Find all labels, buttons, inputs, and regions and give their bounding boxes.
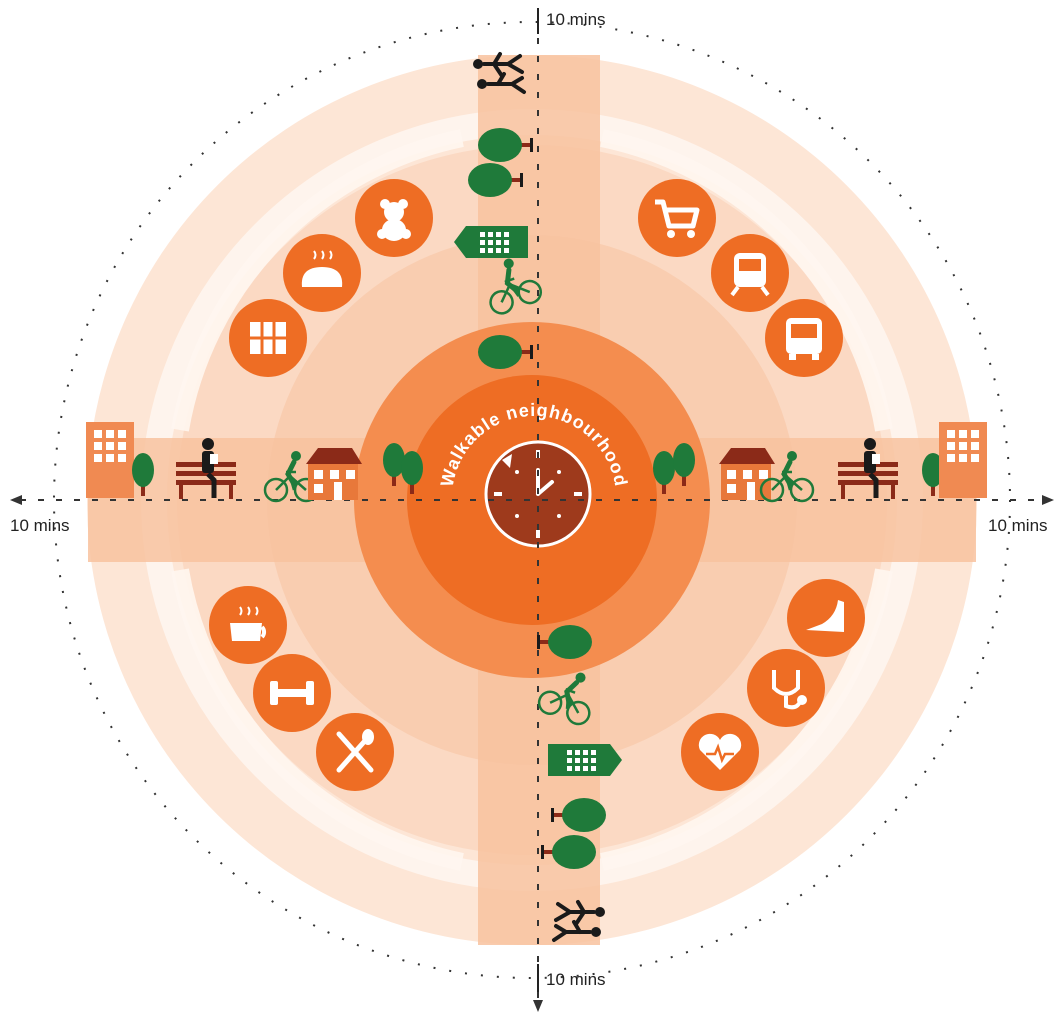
stethoscope-icon (747, 649, 825, 727)
bus-icon (765, 299, 843, 377)
house-icon (719, 448, 775, 500)
axis-lines (20, 20, 1044, 1000)
shopping-cart-icon (638, 179, 716, 257)
map-icon (229, 299, 307, 377)
office-building-icon (454, 226, 528, 258)
teddy-bear-icon (355, 179, 433, 257)
distance-label-right: 10 mins (988, 516, 1048, 535)
heart-monitor-icon (681, 713, 759, 791)
train-icon (711, 234, 789, 312)
apartment-building-icon (939, 422, 987, 498)
coffee-cup-icon (209, 586, 287, 664)
distance-label-left: 10 mins (10, 516, 70, 535)
quadrant-arcs (171, 129, 893, 871)
axis-arrows (10, 495, 1054, 1012)
house-icon (306, 448, 362, 500)
service-icons (209, 179, 865, 791)
distance-label-top: 10 mins (546, 10, 606, 29)
dumbbell-icon (253, 654, 331, 732)
apartment-building-icon (86, 422, 134, 498)
office-building-icon (548, 744, 622, 776)
distance-label-bottom: 10 mins (546, 970, 606, 989)
fork-spoon-icon (316, 713, 394, 791)
high-heel-shoe-icon (787, 579, 865, 657)
bread-icon (283, 234, 361, 312)
